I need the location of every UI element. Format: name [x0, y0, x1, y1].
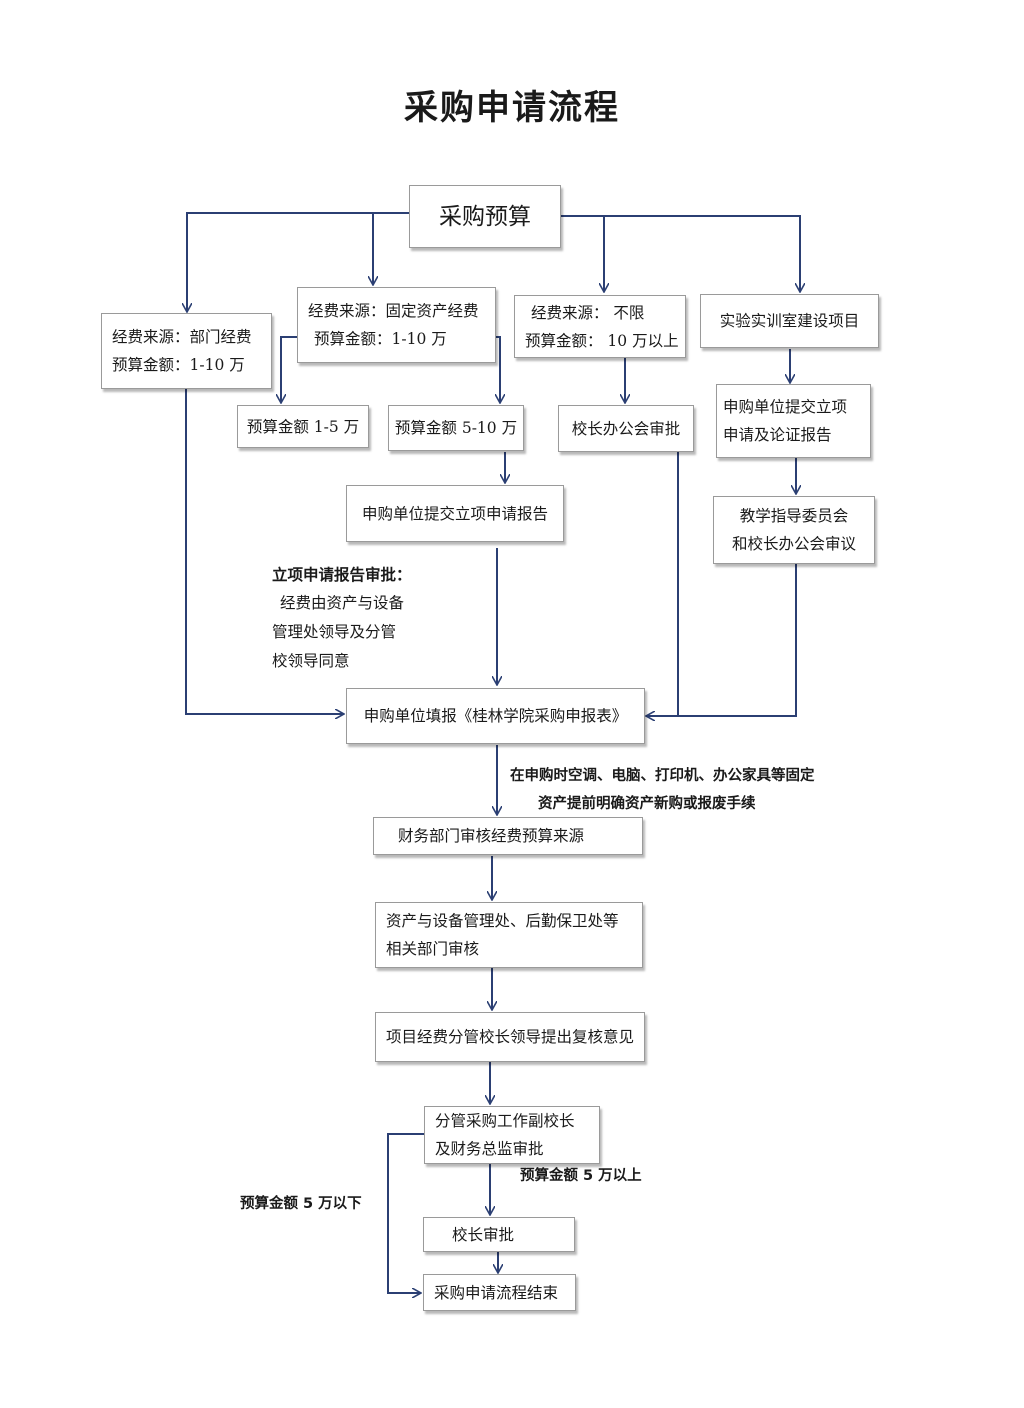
node-budget: 采购预算 [409, 185, 561, 248]
node-finance-review: 财务部门审核经费预算来源 [373, 817, 643, 855]
node-project-report: 申购单位提交立项申请报告 [346, 485, 564, 542]
vp-to-end-bypass [387, 1133, 425, 1293]
node-amount-5-10: 预算金额 5-10 万 [388, 405, 524, 451]
node-president-office-approval: 校长办公会审批 [558, 405, 694, 452]
node-end: 采购申请流程结束 [423, 1274, 576, 1311]
page-title: 采购申请流程 [404, 88, 620, 128]
node-unlimited-funds: 经费来源： 不限 预算金额： 10 万以上 [514, 295, 686, 358]
node-president-approval: 校长审批 [423, 1217, 575, 1252]
note-above-5w: 预算金额 5 万以上 [520, 1168, 642, 1184]
budget-branch-bar-right [560, 215, 800, 291]
node-fill-form: 申购单位填报《桂林学院采购申报表》 [346, 688, 645, 744]
note-below-5w: 预算金额 5 万以下 [240, 1196, 362, 1212]
node-lab-project: 实验实训室建设项目 [700, 294, 879, 348]
committee-to-fill [647, 564, 797, 716]
node-teaching-committee: 教学指导委员会 和校长办公会审议 [713, 496, 875, 564]
note-report-approval: 立项申请报告审批： 经费由资产与设备 管理处领导及分管 校领导同意 [272, 565, 412, 670]
node-asset-review: 资产与设备管理处、后勤保卫处等 相关部门审核 [375, 902, 643, 968]
note-fixed-asset: 在申购时空调、电脑、打印机、办公家具等固定 资产提前明确资产新购或报废手续 [510, 768, 815, 812]
node-fixed-asset-funds: 经费来源：固定资产经费 预算金额：1-10 万 [297, 287, 496, 363]
node-vp-approval: 分管采购工作副校长 及财务总监审批 [424, 1106, 600, 1164]
dept-to-fill [185, 388, 343, 714]
node-dept-funds: 经费来源：部门经费 预算金额：1-10 万 [101, 313, 272, 389]
node-amount-1-5: 预算金额 1-5 万 [237, 405, 369, 448]
node-leader-opinion: 项目经费分管校长领导提出复核意见 [375, 1012, 645, 1062]
fixed-to-1-5 [281, 336, 298, 402]
fixed-to-5-10 [494, 336, 500, 402]
budget-branch-bar [187, 212, 410, 311]
node-lab-report: 申购单位提交立项 申请及论证报告 [716, 384, 871, 458]
